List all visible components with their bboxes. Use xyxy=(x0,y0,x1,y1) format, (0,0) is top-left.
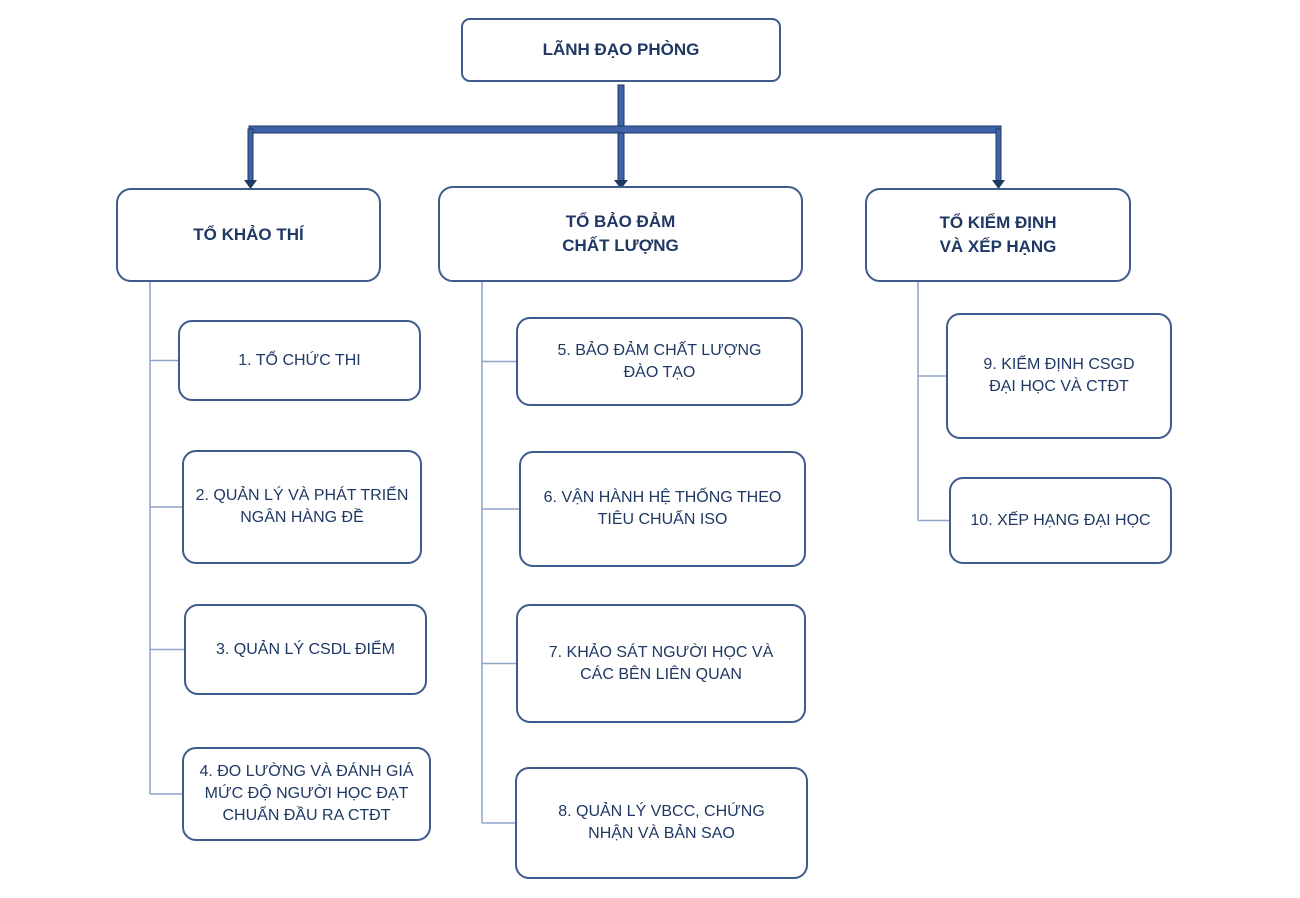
arrowhead-center xyxy=(614,180,628,189)
task-box-5: 5. BẢO ĐẢM CHẤT LƯỢNG ĐÀO TẠO xyxy=(516,317,803,406)
task-box-6: 6. VẬN HÀNH HỆ THỐNG THEO TIÊU CHUẨN ISO xyxy=(519,451,806,567)
task-box-9: 9. KIỂM ĐỊNH CSGD ĐẠI HỌC VÀ CTĐT xyxy=(946,313,1172,439)
main-connector-arrows xyxy=(244,84,1005,189)
left-drop xyxy=(247,128,254,182)
branch-lines xyxy=(149,282,949,824)
arrowhead-right xyxy=(992,180,1005,189)
head-box: LÃNH ĐẠO PHÒNG xyxy=(461,18,781,82)
group-box-kiem-dinh-xep-hang: TỔ KIỂM ĐỊNH VÀ XẾP HẠNG xyxy=(865,188,1131,282)
task-box-10: 10. XẾP HẠNG ĐẠI HỌC xyxy=(949,477,1172,564)
task-box-7: 7. KHẢO SÁT NGƯỜI HỌC VÀ CÁC BÊN LIÊN QU… xyxy=(516,604,806,723)
task-box-2: 2. QUẢN LÝ VÀ PHÁT TRIỂN NGÂN HÀNG ĐỀ xyxy=(182,450,422,564)
group-box-khao-thi: TỔ KHẢO THÍ xyxy=(116,188,381,282)
right-drop xyxy=(995,128,1002,182)
main-horizontal-bar xyxy=(248,125,1002,134)
group-box-bao-dam-chat-luong: TỔ BẢO ĐẢM CHẤT LƯỢNG xyxy=(438,186,803,282)
arrowhead-left xyxy=(244,180,257,189)
task-box-8: 8. QUẢN LÝ VBCC, CHỨNG NHẬN VÀ BẢN SAO xyxy=(515,767,808,879)
task-box-4: 4. ĐO LƯỜNG VÀ ĐÁNH GIÁ MỨC ĐỘ NGƯỜI HỌC… xyxy=(182,747,431,841)
task-box-3: 3. QUẢN LÝ CSDL ĐIỂM xyxy=(184,604,427,695)
task-box-1: 1. TỔ CHỨC THI xyxy=(178,320,421,401)
